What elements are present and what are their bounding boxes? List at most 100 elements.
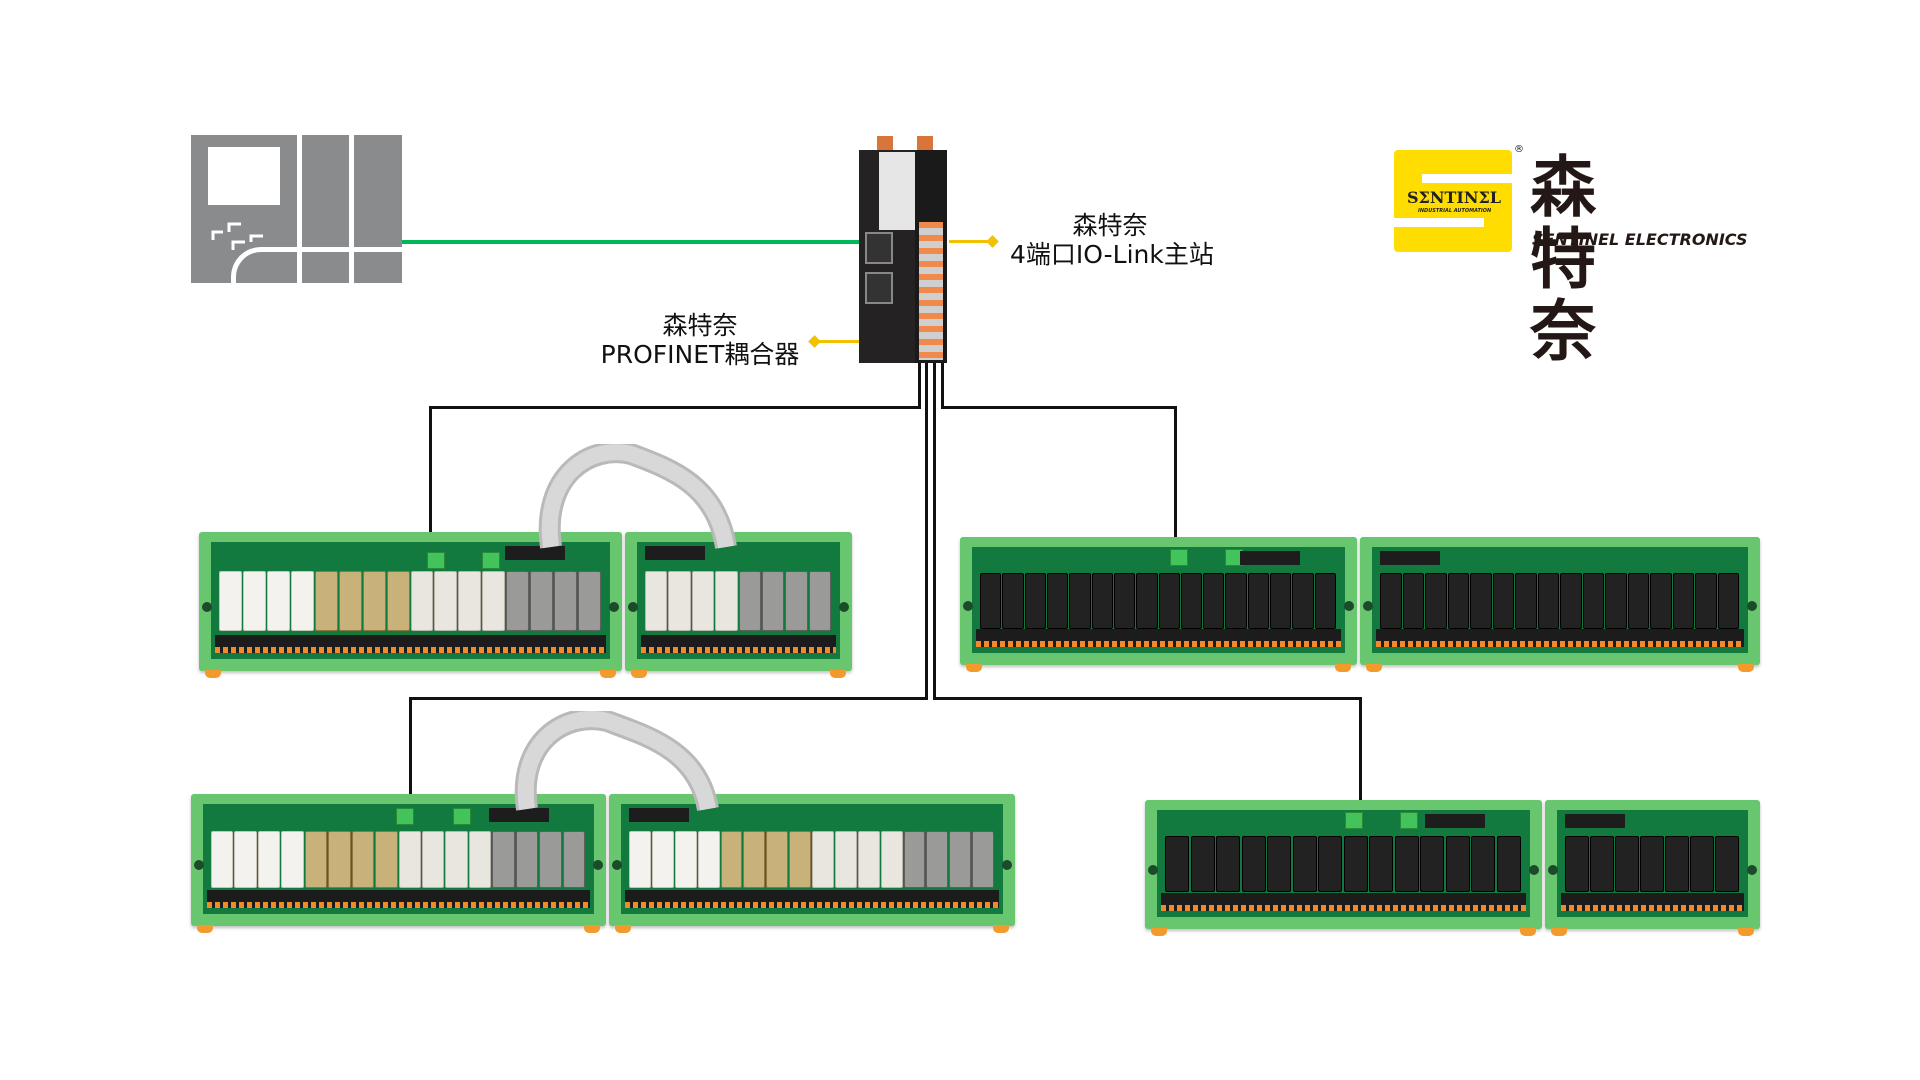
relay	[697, 830, 720, 889]
relay	[1343, 836, 1368, 893]
relay	[1158, 572, 1180, 629]
io-link-connector	[1170, 549, 1188, 566]
din-rail-clip	[197, 925, 213, 933]
relay	[1447, 572, 1469, 629]
ribbon-header	[645, 546, 705, 560]
relay-module	[1360, 537, 1760, 672]
relay	[515, 830, 539, 889]
relay	[482, 570, 506, 632]
relay-board-1	[199, 532, 855, 678]
relay	[492, 830, 515, 889]
relay	[880, 830, 903, 889]
terminal-strip	[641, 635, 836, 653]
terminal-strip	[215, 635, 606, 653]
profinet-coupler-device	[859, 136, 949, 363]
relay	[1369, 836, 1393, 893]
relay-module	[199, 532, 622, 678]
relay	[1136, 572, 1158, 629]
relay	[539, 830, 562, 889]
io-link-connector	[427, 552, 445, 569]
relay	[1113, 572, 1136, 629]
relay	[972, 830, 994, 889]
din-rail-clip	[1738, 664, 1754, 672]
relay	[1069, 572, 1091, 629]
ribbon-header	[1380, 551, 1440, 565]
relay-module	[609, 794, 1015, 933]
iolink-name-text: 4端口IO-Link主站	[1010, 240, 1214, 269]
ribbon-header	[629, 808, 689, 822]
terminal-strip	[207, 890, 590, 908]
din-rail-clip	[1151, 928, 1167, 936]
relay	[761, 570, 785, 632]
relay	[1203, 572, 1225, 629]
relay	[234, 830, 257, 889]
din-rail-clip	[966, 664, 982, 672]
relay	[651, 830, 674, 889]
mounting-hole	[1148, 864, 1158, 875]
ribbon-cable	[514, 711, 719, 812]
ribbon-header	[505, 546, 565, 560]
relay	[789, 830, 811, 889]
mounting-hole	[1747, 601, 1757, 611]
din-rail-clip	[631, 670, 647, 678]
relay	[506, 570, 530, 632]
relay	[629, 830, 651, 889]
relay-module	[625, 532, 852, 678]
relay-module	[1145, 800, 1542, 936]
relay	[1537, 572, 1559, 629]
relay	[290, 570, 314, 632]
terminal-strip	[1161, 893, 1526, 911]
relay	[1247, 572, 1270, 629]
terminal-strip	[625, 890, 999, 908]
relay	[980, 572, 1002, 629]
mounting-hole	[1529, 864, 1539, 875]
relay	[266, 570, 290, 632]
relay	[562, 830, 585, 889]
logo-cn-name: 森特奈	[1530, 149, 1598, 370]
relay	[1425, 572, 1447, 629]
io-link-connector	[1400, 812, 1418, 829]
relay-board-3	[191, 794, 1018, 933]
relay	[738, 570, 761, 632]
relay	[257, 830, 281, 889]
relay-module	[960, 537, 1357, 672]
relay	[808, 570, 831, 632]
relay-module	[1545, 800, 1760, 936]
mounting-hole	[628, 601, 638, 612]
relay	[1165, 836, 1189, 893]
din-rail-clip	[1335, 664, 1351, 672]
relay	[1180, 572, 1203, 629]
relay	[1225, 572, 1247, 629]
relay	[304, 830, 328, 889]
relay	[1690, 836, 1714, 893]
relay	[766, 830, 789, 889]
relay	[1496, 836, 1521, 893]
network-symbol-icon	[211, 222, 263, 250]
relay	[1267, 836, 1291, 893]
relay	[857, 830, 880, 889]
plc-screen	[208, 147, 280, 205]
ribbon-header	[1565, 814, 1625, 828]
plc-controller-icon	[191, 135, 407, 288]
relay	[1717, 572, 1739, 629]
relay	[398, 830, 421, 889]
relay	[1560, 572, 1582, 629]
relay	[1402, 572, 1424, 629]
relay	[421, 830, 445, 889]
relay	[1002, 572, 1024, 629]
relay	[1515, 572, 1537, 629]
relay	[691, 570, 715, 632]
relay	[242, 570, 266, 632]
relay-board-4	[1145, 800, 1763, 936]
relay	[812, 830, 834, 889]
relay	[949, 830, 972, 889]
relay	[410, 570, 434, 632]
din-rail-clip	[830, 670, 846, 678]
mounting-hole	[202, 601, 212, 612]
ribbon-header	[489, 808, 549, 822]
relay	[1241, 836, 1266, 893]
relay	[1627, 572, 1649, 629]
ethernet-port-2	[865, 272, 893, 304]
mounting-hole	[194, 860, 204, 870]
relay	[219, 570, 242, 632]
